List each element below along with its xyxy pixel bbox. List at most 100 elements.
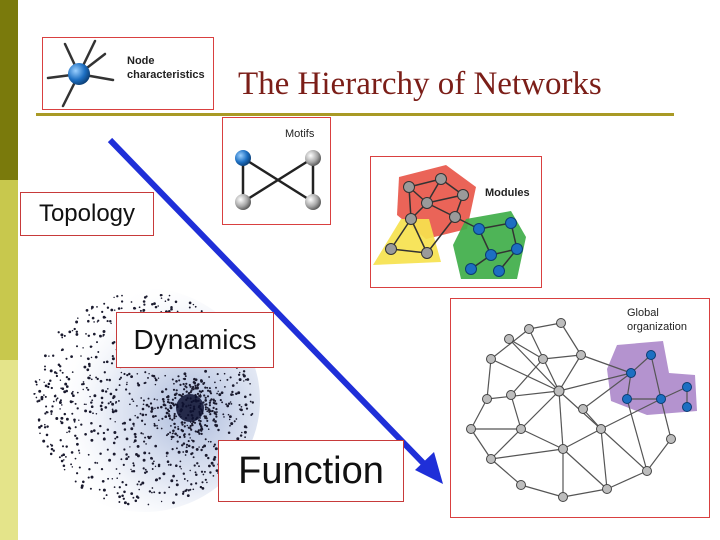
- network-dot: [189, 469, 191, 472]
- network-dot: [105, 360, 109, 364]
- network-dot: [109, 417, 112, 420]
- network-dot: [61, 336, 64, 339]
- network-dot: [169, 463, 172, 466]
- network-dot: [175, 392, 178, 395]
- network-dot: [177, 427, 180, 431]
- network-dot: [158, 491, 161, 495]
- network-dot: [59, 439, 62, 442]
- network-dot: [154, 377, 157, 380]
- network-dot: [60, 454, 63, 457]
- network-dot: [189, 424, 192, 428]
- network-dot: [59, 399, 62, 402]
- network-dot: [200, 448, 203, 452]
- network-dot: [35, 383, 38, 386]
- network-dot: [228, 415, 232, 419]
- network-dot: [89, 345, 93, 348]
- modules-panel: Modules: [370, 156, 542, 288]
- network-dot: [75, 345, 79, 348]
- network-dot: [130, 301, 133, 303]
- network-dot: [229, 401, 232, 403]
- network-dot: [136, 373, 139, 375]
- network-dot: [173, 422, 176, 425]
- network-dot: [216, 392, 218, 395]
- network-dot: [250, 413, 253, 417]
- network-dot: [120, 307, 123, 310]
- network-dot: [112, 395, 116, 399]
- network-dot: [206, 386, 209, 389]
- network-dot: [190, 452, 193, 456]
- network-dot: [103, 361, 106, 364]
- network-dot: [101, 389, 105, 393]
- network-dot: [185, 450, 189, 453]
- network-dot: [90, 401, 93, 404]
- network-dot: [238, 403, 241, 407]
- network-dot: [125, 453, 128, 456]
- network-dot: [113, 486, 116, 488]
- network-dot: [175, 415, 178, 418]
- network-dot: [166, 396, 169, 399]
- network-dot: [109, 400, 112, 404]
- network-dot: [183, 434, 186, 437]
- network-dot: [183, 377, 187, 381]
- network-dot: [130, 375, 134, 379]
- network-dot: [55, 398, 58, 401]
- network-dot: [156, 424, 158, 427]
- network-dot: [231, 384, 235, 387]
- network-dot: [204, 369, 208, 373]
- network-dot: [160, 294, 163, 297]
- network-dot: [113, 431, 117, 434]
- network-dot: [236, 382, 238, 384]
- network-dot: [157, 463, 161, 467]
- network-dot: [60, 416, 64, 420]
- network-dot: [95, 412, 98, 415]
- network-dot: [204, 438, 207, 441]
- network-dot: [175, 380, 178, 383]
- network-dot: [126, 502, 130, 506]
- network-dot: [38, 425, 41, 429]
- network-dot: [188, 433, 191, 436]
- network-dot: [90, 438, 94, 442]
- network-dot: [180, 468, 182, 470]
- network-dot: [136, 444, 140, 448]
- network-dot: [191, 424, 194, 427]
- network-dot: [58, 456, 61, 459]
- network-dot: [85, 333, 87, 335]
- network-dot: [181, 492, 185, 495]
- network-dot: [175, 464, 178, 467]
- network-dot: [134, 414, 136, 417]
- network-dot: [142, 458, 146, 462]
- network-dot: [63, 468, 66, 471]
- network-dot: [101, 310, 104, 313]
- network-dot: [183, 388, 186, 391]
- network-dot: [140, 432, 143, 435]
- network-dot: [209, 392, 213, 395]
- network-dot: [72, 390, 74, 393]
- network-dot: [100, 401, 104, 404]
- network-dot: [168, 410, 171, 413]
- global-network-icon: [466, 318, 697, 502]
- network-dot: [115, 402, 117, 404]
- network-dot: [223, 372, 226, 375]
- network-dot: [215, 402, 218, 405]
- network-dot: [169, 431, 172, 434]
- network-dot: [113, 296, 115, 299]
- network-dot: [118, 378, 121, 381]
- network-dot: [133, 425, 135, 427]
- network-dot: [201, 481, 204, 484]
- network-dot: [199, 393, 202, 396]
- network-dot: [125, 383, 128, 386]
- network-dot: [97, 319, 100, 322]
- network-dot: [53, 394, 57, 398]
- network-dot: [80, 423, 83, 426]
- network-dot: [86, 368, 90, 372]
- network-dot: [204, 424, 207, 427]
- network-dot: [195, 473, 198, 477]
- network-dot: [207, 440, 210, 443]
- network-dot: [187, 489, 190, 492]
- network-dot: [70, 451, 74, 454]
- network-dot: [207, 389, 210, 392]
- network-dot: [172, 474, 175, 478]
- network-dot: [251, 401, 254, 404]
- network-dot: [173, 382, 175, 385]
- network-dot: [151, 468, 154, 470]
